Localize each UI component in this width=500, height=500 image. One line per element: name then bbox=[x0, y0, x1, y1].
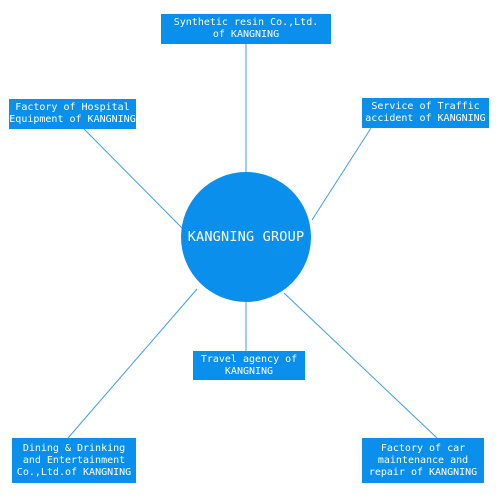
node-travel-agency: Travel agency of KANGNING bbox=[193, 351, 305, 380]
node-line: KANGNING bbox=[224, 365, 274, 377]
node-hospital-equipment: Factory of Hospital Equipment of KANGNIN… bbox=[9, 99, 136, 129]
node-line: Factory of Hospital bbox=[15, 102, 130, 113]
node-line: of KANGNING bbox=[212, 29, 280, 40]
node-line: Service of Traffic bbox=[371, 101, 480, 112]
hub-label: KANGNING GROUP bbox=[187, 229, 305, 245]
node-line: and Entertainment bbox=[22, 454, 126, 466]
node-line: Travel agency of bbox=[200, 353, 298, 365]
node-line: accident of KANGNING bbox=[365, 113, 486, 124]
node-line: Co.,Ltd.of KANGNING bbox=[16, 466, 132, 478]
node-line: repair of KANGNING bbox=[368, 466, 478, 478]
connector-top-left bbox=[83, 128, 184, 230]
node-line: Synthetic resin Co.,Ltd. bbox=[173, 17, 319, 28]
connector-bottom-right bbox=[283, 292, 438, 439]
connector-bottom-left bbox=[67, 288, 198, 439]
node-line: Dining & Drinking bbox=[22, 442, 126, 454]
node-line: maintenance and bbox=[377, 454, 469, 466]
node-car-maintenance: Factory of car maintenance and repair of… bbox=[362, 438, 484, 483]
connector-top-right bbox=[311, 127, 372, 221]
hub-node: KANGNING GROUP bbox=[181, 172, 311, 302]
node-traffic-accident: Service of Traffic accident of KANGNING bbox=[362, 98, 489, 128]
node-line: Factory of car bbox=[380, 442, 466, 454]
node-dining-entertainment: Dining & Drinking and Entertainment Co.,… bbox=[12, 438, 136, 483]
node-line: Equipment of KANGNING bbox=[9, 114, 136, 125]
node-synthetic-resin: Synthetic resin Co.,Ltd. of KANGNING bbox=[161, 14, 331, 44]
